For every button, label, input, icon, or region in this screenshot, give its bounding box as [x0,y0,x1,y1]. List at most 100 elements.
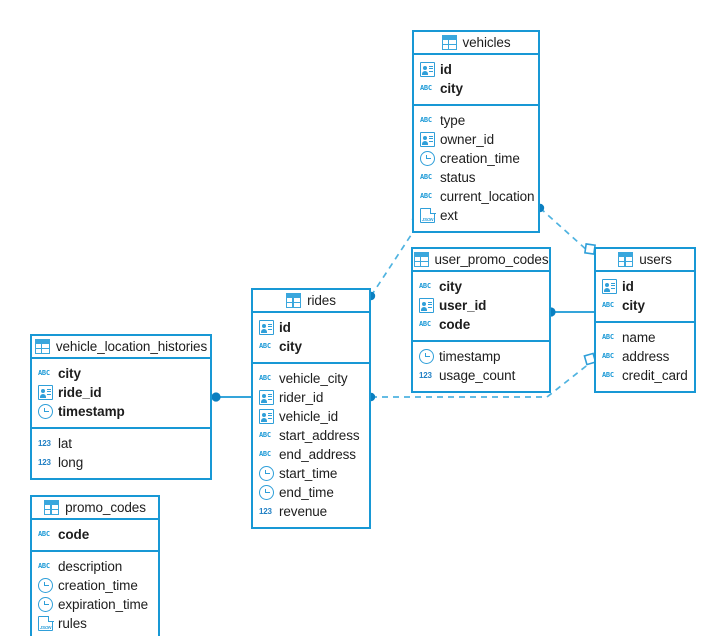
table-field-row[interactable]: ABC start_address [253,426,369,445]
key-icon [259,390,274,405]
table-field-row[interactable]: owner_id [414,130,538,149]
abc-icon: ABC [259,342,271,350]
table-field-row[interactable]: 123 long [32,453,210,472]
table-header[interactable]: user_promo_codes [413,249,549,272]
clock-icon [38,404,53,419]
table-header[interactable]: users [596,249,694,272]
num-icon: 123 [38,458,51,467]
field-name: end_time [279,485,334,500]
table-header[interactable]: vehicle_location_histories [32,336,210,359]
table-field-row[interactable]: ride_id [32,383,210,402]
table-field-row[interactable]: timestamp [32,402,210,421]
field-name: expiration_time [58,597,149,612]
field-name: rider_id [279,390,324,405]
clock-icon [38,597,53,612]
field-name: creation_time [58,578,138,593]
table-field-row[interactable]: id [596,277,694,296]
field-name: start_time [279,466,338,481]
table-field-row[interactable]: end_time [253,483,369,502]
field-name: city [58,366,81,381]
table-title: promo_codes [65,500,146,515]
field-name: owner_id [440,132,494,147]
field-name: user_id [439,298,487,313]
table-icon [34,339,50,354]
field-name: city [439,279,462,294]
field-name: timestamp [58,404,125,419]
abc-icon: ABC [602,352,614,360]
table-icon [618,252,634,267]
field-name: id [279,320,291,335]
abc-icon: ABC [38,530,50,538]
table-field-row[interactable]: start_time [253,464,369,483]
field-name: status [440,170,476,185]
table-header[interactable]: rides [253,290,369,313]
num-icon: 123 [259,507,272,516]
table-header[interactable]: vehicles [414,32,538,55]
field-name: start_address [279,428,360,443]
table-field-row[interactable]: timestamp [413,347,549,366]
table-header[interactable]: promo_codes [32,497,158,520]
primary-key-section: ABC code [32,520,158,552]
table-field-row[interactable]: creation_time [414,149,538,168]
field-name: timestamp [439,349,501,364]
table-field-row[interactable]: ABC code [32,525,158,544]
key-icon [420,62,435,77]
table-icon [44,500,60,515]
abc-icon: ABC [419,320,431,328]
table-field-row[interactable]: id [253,318,369,337]
field-name: vehicle_id [279,409,339,424]
table-icon [286,293,302,308]
key-icon [419,298,434,313]
edge-vehicle-location-histories-to-rides[interactable] [211,392,252,402]
clock-icon [259,485,274,500]
key-icon [259,409,274,424]
table-field-row[interactable]: creation_time [32,576,158,595]
table-field-row[interactable]: id [414,60,538,79]
table-field-row[interactable]: expiration_time [32,595,158,614]
field-name: end_address [279,447,356,462]
abc-icon: ABC [259,431,271,439]
field-name: long [58,455,84,470]
clock-icon [419,349,434,364]
field-name: code [58,527,90,542]
table-field-row[interactable]: vehicle_id [253,407,369,426]
edge-user-promo-codes-to-users[interactable] [546,307,595,317]
table-field-row[interactable]: rider_id [253,388,369,407]
field-name: usage_count [439,368,516,383]
table-field-row[interactable]: user_id [413,296,549,315]
